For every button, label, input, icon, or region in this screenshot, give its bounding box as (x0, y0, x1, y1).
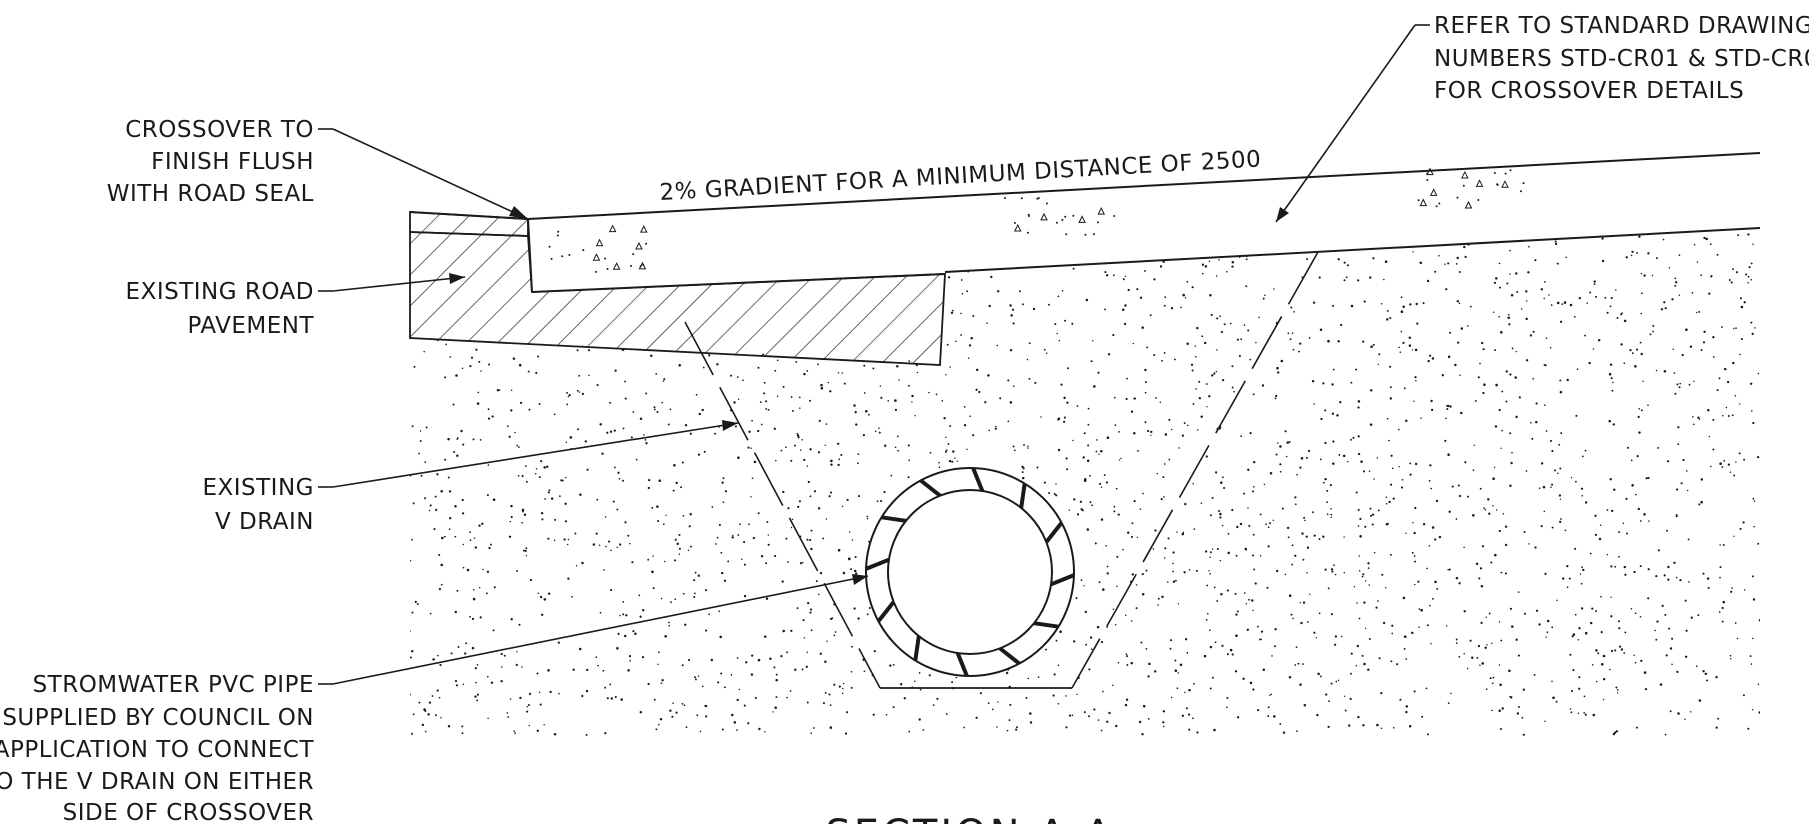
crossover-edge (527, 218, 533, 293)
note-pipe-line2: SUPPLIED BY COUNCIL ON (2, 705, 314, 731)
pavement-top-edge (409, 211, 529, 220)
pvc-pipe (865, 467, 1075, 677)
v-drain (684, 251, 1319, 689)
note-refer-line1: REFER TO STANDARD DRAWING (1434, 13, 1809, 39)
section-title: SECTION A-A (825, 812, 1114, 824)
note-vdrain-line1: EXISTING (202, 475, 314, 501)
crossover-top-line (527, 152, 1761, 220)
note-refer-line3: FOR CROSSOVER DETAILS (1434, 78, 1744, 104)
note-refer-line2: NUMBERS STD-CR01 & STD-CR02 (1434, 46, 1809, 72)
note-road-line1: EXISTING ROAD (126, 279, 314, 305)
note-crossover-line2: FINISH FLUSH (151, 149, 314, 175)
crossover-slab (528, 153, 1760, 292)
note-pipe-line1: STROMWATER PVC PIPE (33, 672, 314, 698)
note-pipe-line3: APPLICATION TO CONNECT (0, 737, 314, 763)
concrete-aggregate (548, 167, 1525, 273)
note-road-line2: PAVEMENT (187, 313, 314, 339)
crossover-base (531, 273, 946, 293)
soil-stipple (410, 228, 1760, 736)
note-crossover-line3: WITH ROAD SEAL (107, 181, 314, 207)
note-pipe-line5: SIDE OF CROSSOVER (63, 800, 314, 824)
note-pipe-line4: TO THE V DRAIN ON EITHER (0, 769, 314, 795)
note-vdrain-line2: V DRAIN (215, 509, 314, 535)
note-crossover-line1: CROSSOVER TO (125, 117, 314, 143)
leader-lines (318, 24, 1430, 685)
crossover-bottom-line (944, 227, 1761, 273)
